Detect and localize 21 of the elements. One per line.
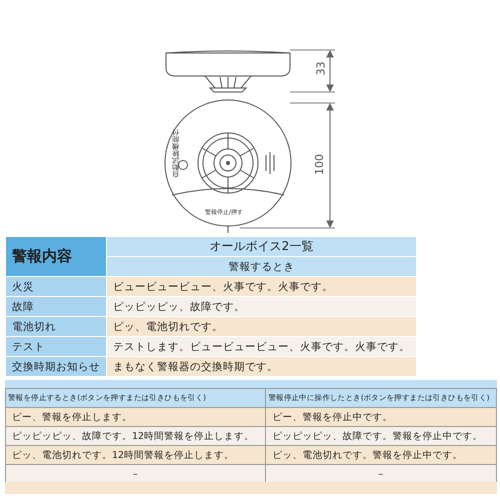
header-cell: 警報するとき	[106, 256, 416, 276]
table-cell: テストします。ビュービュービュー、火事です。火事です。	[106, 336, 416, 356]
table-cell: ピッ、電池切れです。	[106, 316, 416, 336]
row-header-cell: 故障	[6, 296, 106, 316]
header-cell: 警報内容	[6, 236, 106, 276]
dimension-value: 33	[314, 62, 328, 76]
table-cell: ピッピッピッ、故障です。12時間警報を停止します。	[6, 426, 266, 446]
header-cell: オールボイス2一覧	[106, 236, 416, 256]
table-cell: ビュービュービュー、火事です。火事です。	[106, 276, 416, 296]
table-cell: ピッピッピッ、故障です。警報を停止中です。	[266, 426, 496, 446]
table-cell: ピッ、電池切れです。警報を停止中です。	[266, 446, 496, 464]
row-header-cell: テスト	[6, 336, 106, 356]
table-cell: ピッピッピッ、故障です。	[106, 296, 416, 316]
row-header-cell: 交換時期お知らせ	[6, 356, 106, 376]
table-cell: ピー、警報を停止します。	[6, 408, 266, 426]
row-header-cell: 火災	[6, 276, 106, 296]
row-header-cell: 電池切れ	[6, 316, 106, 336]
table-cell: ピー、警報を停止中です。	[266, 408, 496, 426]
dimension-value: 100	[313, 154, 326, 175]
table-cell: まもなく警報器の交換時期です。	[106, 356, 416, 376]
table-cell: ピッ、電池切れです。12時間警報を停止します。	[6, 446, 266, 464]
